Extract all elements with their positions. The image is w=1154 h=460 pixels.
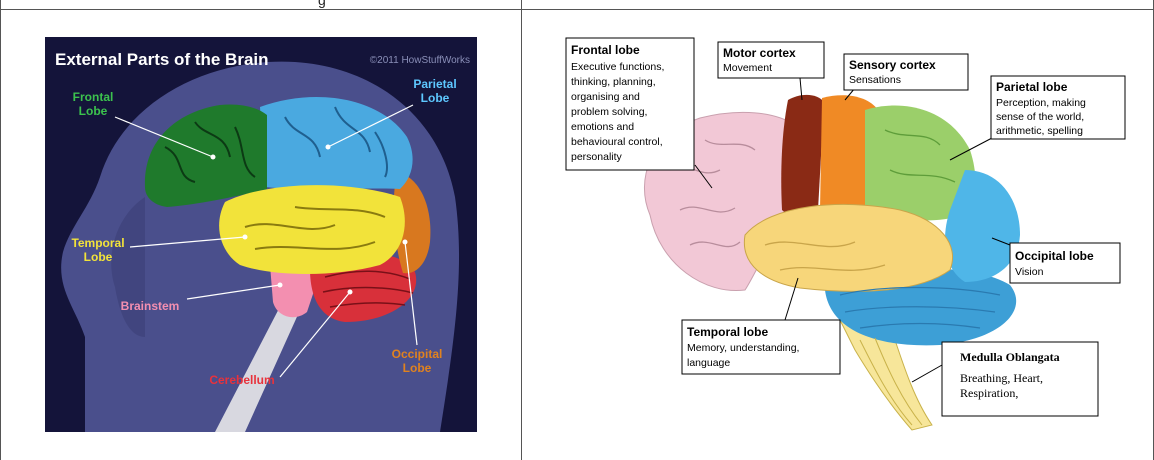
sensory-callout-line-1: Sensations xyxy=(849,74,901,86)
brain-functions-svg: Frontal lobe Executive functions, thinki… xyxy=(540,20,1140,450)
parietal-callout-line-2: sense of the world, xyxy=(996,111,1084,123)
left-title: External Parts of the Brain xyxy=(55,50,269,69)
frontal-callout-line-2: thinking, planning, xyxy=(571,76,656,88)
frontal-leader-dot xyxy=(211,155,216,160)
external-brain-illustration: External Parts of the Brain ©2011 HowStu… xyxy=(45,37,477,432)
frontal-callout-line-6: behavioural control, xyxy=(571,136,663,148)
temporal-label-line2: Lobe xyxy=(84,250,113,264)
occipital-lobe-callout: Occipital lobe Vision xyxy=(1010,243,1120,283)
frontal-lobe-callout: Frontal lobe Executive functions, thinki… xyxy=(566,38,694,170)
motor-cortex-callout: Motor cortex Movement xyxy=(718,42,824,78)
frontal-callout-line-3: organising and xyxy=(571,91,640,103)
temporal-callout-line-2: language xyxy=(687,357,730,369)
parietal-leader-dot xyxy=(326,145,331,150)
brainstem-label: Brainstem xyxy=(121,299,180,313)
temporal-label-line1: Temporal xyxy=(71,236,124,250)
medulla-oblangata-callout: Medulla Oblangata Breathing, Heart, Resp… xyxy=(942,342,1098,416)
table-top-border xyxy=(0,0,1154,10)
medulla-callout-line-1: Breathing, Heart, xyxy=(960,371,1043,385)
temporal-leader-dot xyxy=(243,235,248,240)
motor-cortex-region xyxy=(781,95,824,217)
occipital-callout-title: Occipital lobe xyxy=(1015,249,1094,263)
motor-callout-title: Motor cortex xyxy=(723,46,796,60)
occipital-leader-dot xyxy=(403,240,408,245)
occipital-label-line1: Occipital xyxy=(392,347,443,361)
frontal-callout-title: Frontal lobe xyxy=(571,43,640,57)
sensory-cortex-callout: Sensory cortex Sensations xyxy=(844,54,968,90)
parietal-callout-line-3: arithmetic, spelling xyxy=(996,125,1083,137)
frontal-label-line2: Lobe xyxy=(79,104,108,118)
brainstem-leader-dot xyxy=(278,283,283,288)
cerebellum-leader-dot xyxy=(348,290,353,295)
frontal-callout-line-1: Executive functions, xyxy=(571,61,664,73)
parietal-label-line2: Lobe xyxy=(421,91,450,105)
parietal-callout-line-1: Perception, making xyxy=(996,97,1086,109)
frontal-callout-line-4: problem solving, xyxy=(571,106,647,118)
parietal-label-line1: Parietal xyxy=(413,77,456,91)
motor-callout-line-1: Movement xyxy=(723,62,772,74)
external-brain-svg: External Parts of the Brain ©2011 HowStu… xyxy=(45,37,477,432)
temporal-lobe-callout: Temporal lobe Memory, understanding, lan… xyxy=(682,320,840,374)
frontal-callout-line-5: emotions and xyxy=(571,121,634,133)
parietal-callout-title: Parietal lobe xyxy=(996,80,1068,94)
occipital-callout-line-1: Vision xyxy=(1015,266,1044,278)
copyright-notice: ©2011 HowStuffWorks xyxy=(370,55,470,66)
medulla-callout-line-2: Respiration, xyxy=(960,386,1018,400)
table-left-border xyxy=(0,0,1,460)
medulla-callout-title: Medulla Oblangata xyxy=(960,350,1060,364)
temporal-callout-title: Temporal lobe xyxy=(687,325,768,339)
medulla-leader-line xyxy=(912,365,942,382)
frontal-label-line1: Frontal xyxy=(73,90,114,104)
frontal-callout-line-7: personality xyxy=(571,151,623,163)
table-middle-border xyxy=(521,0,522,460)
temporal-lobe-region-right xyxy=(744,204,952,291)
occipital-label-line2: Lobe xyxy=(403,361,432,375)
cerebellum-label: Cerebellum xyxy=(209,373,274,387)
parietal-lobe-callout: Parietal lobe Perception, making sense o… xyxy=(991,76,1125,139)
cut-off-caption-fragment: g xyxy=(318,0,326,8)
brain-functions-diagram: Frontal lobe Executive functions, thinki… xyxy=(540,20,1140,450)
temporal-callout-line-1: Memory, understanding, xyxy=(687,342,799,354)
sensory-callout-title: Sensory cortex xyxy=(849,58,936,72)
